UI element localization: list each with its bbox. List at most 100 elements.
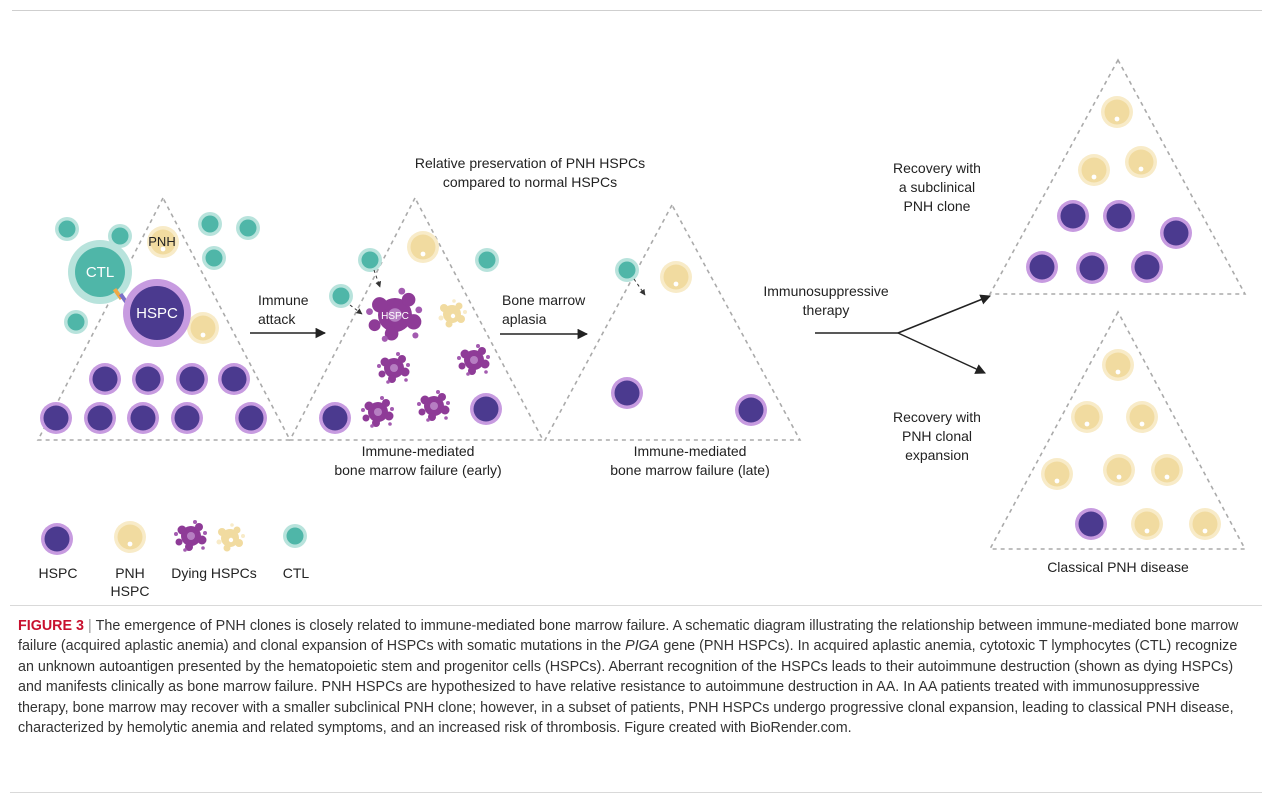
pnh-cell-icon — [1131, 508, 1163, 540]
top-note-line1: Relative preservation of PNH HSPCs — [415, 155, 645, 171]
outcome-subclinical-line1: Recovery with — [893, 160, 981, 176]
legend-dying-label: Dying HSPCs — [171, 565, 257, 581]
triangle2-cells: HSPC — [319, 231, 502, 434]
outcome-expansion-line2: PNH clonal — [902, 428, 972, 444]
stage-late-line1: Immune-mediated — [634, 443, 747, 459]
stage-late-line2: bone marrow failure (late) — [610, 462, 770, 478]
immune-attack-line2: attack — [258, 311, 296, 327]
caption-text-part1: The emergence of PNH clones is closely r… — [18, 618, 1239, 655]
ctl-cell-icon — [329, 284, 353, 308]
pnh-cell-icon — [1151, 454, 1183, 486]
pnh-cell-icon — [1101, 96, 1133, 128]
pnh-cell-icon — [407, 231, 439, 263]
stage-late-triangle — [543, 203, 802, 441]
hspc-cell-icon — [611, 377, 643, 409]
pnh-cell-icon — [1126, 401, 1158, 433]
ctl-cell-icon — [198, 212, 222, 236]
pnh-cell-icon — [187, 312, 219, 344]
top-note-line2: compared to normal HSPCs — [443, 174, 617, 190]
stage-early-line2: bone marrow failure (early) — [334, 462, 501, 478]
outcome-expansion-line1: Recovery with — [893, 409, 981, 425]
therapy-line2: therapy — [803, 302, 850, 318]
figure-panel — [12, 10, 1262, 606]
legend-pnh-label-line1: PNH — [115, 565, 145, 581]
hspc-label: HSPC — [136, 305, 178, 322]
triangle1-cells: CTL HSPC PNH — [40, 212, 267, 434]
pnh-cell-icon — [1103, 454, 1135, 486]
legend-hspc-label: HSPC — [39, 565, 78, 581]
therapy-line1: Immunosuppressive — [763, 283, 888, 299]
ctl-cell-icon — [202, 246, 226, 270]
figure-label: FIGURE 3 — [18, 618, 84, 634]
pnh-cell-icon — [1102, 349, 1134, 381]
immune-attack-line1: Immune — [258, 292, 309, 308]
pnh-label: PNH — [148, 234, 175, 249]
outcome-subclinical-triangle — [988, 58, 1247, 295]
legend: HSPC PNH HSPC Dying HSPCs CTL — [39, 520, 310, 599]
hspc-cell-icon — [470, 393, 502, 425]
legend-dying-pnh-icon — [216, 523, 245, 552]
hspc-cell-icon — [1160, 217, 1192, 249]
hspc-cell-icon — [1057, 200, 1089, 232]
dying-hspc-icon — [377, 352, 410, 384]
legend-hspc-icon — [41, 523, 73, 555]
legend-ctl-icon — [283, 524, 307, 548]
dying-hspc-label: HSPC — [381, 311, 409, 322]
outcome-expansion-line3: expansion — [905, 447, 969, 463]
hspc-cell-icon — [735, 394, 767, 426]
ctl-cell-icon — [358, 248, 382, 272]
pnh-cell-icon — [1041, 458, 1073, 490]
hspc-cell-icon — [40, 402, 72, 434]
hspc-cell-icon — [1075, 508, 1107, 540]
hspc-cell-icon — [1103, 200, 1135, 232]
aplasia-line2: aplasia — [502, 311, 547, 327]
large-hspc-icon — [123, 279, 191, 347]
outcome-expansion-cells — [1041, 349, 1221, 540]
outcome-subclinical-cells — [1026, 96, 1192, 284]
stage-normal-triangle — [36, 196, 292, 441]
ctl-cell-icon — [475, 248, 499, 272]
hspc-cell-icon — [218, 363, 250, 395]
legend-dying-hspc-icon — [174, 520, 207, 552]
hspc-cell-icon — [132, 363, 164, 395]
dying-hspc-icon — [417, 390, 450, 422]
caption-separator: | — [87, 618, 92, 634]
stage-early-line1: Immune-mediated — [362, 443, 475, 459]
pnh-cell-icon — [1071, 401, 1103, 433]
stage-early-triangle — [288, 196, 545, 441]
ctl-cell-icon — [55, 217, 79, 241]
caption-text-part2: gene (PNH HSPCs). In acquired aplastic a… — [18, 638, 1238, 737]
ctl-cell-icon — [236, 216, 260, 240]
dying-pnh-cell-icon — [438, 299, 467, 328]
dying-hspc-icon — [361, 396, 394, 428]
triangle3-cells — [611, 258, 767, 426]
caption-gene-name: PIGA — [625, 638, 660, 655]
ctl-cell-icon — [615, 258, 639, 282]
hspc-cell-icon — [235, 402, 267, 434]
ctl-cell-icon — [64, 310, 88, 334]
pnh-cell-icon — [1125, 146, 1157, 178]
outcome-subclinical-line3: PNH clone — [904, 198, 971, 214]
hspc-cell-icon — [176, 363, 208, 395]
hspc-cell-icon — [1026, 251, 1058, 283]
legend-pnh-icon — [114, 521, 146, 553]
diagram-canvas: CTL HSPC PNH Immune attack Relative pres… — [36, 58, 1247, 599]
figure-caption: FIGURE 3|The emergence of PNH clones is … — [10, 605, 1262, 793]
legend-pnh-label-line2: HSPC — [111, 583, 150, 599]
legend-ctl-label: CTL — [283, 565, 310, 581]
dying-hspc-icon — [457, 344, 490, 376]
hspc-cell-icon — [1076, 252, 1108, 284]
hspc-cell-icon — [89, 363, 121, 395]
outcome-expansion-triangle — [988, 310, 1247, 550]
hspc-cell-icon — [84, 402, 116, 434]
outcome-subclinical-line2: a subclinical — [899, 179, 975, 195]
large-ctl-icon — [68, 240, 132, 304]
hspc-cell-icon — [1131, 251, 1163, 283]
pnh-cell-icon — [1189, 508, 1221, 540]
hspc-cell-icon — [127, 402, 159, 434]
ctl-label: CTL — [86, 264, 114, 281]
pnh-cell-icon — [660, 261, 692, 293]
pnh-cell-icon — [1078, 154, 1110, 186]
outcome-classical-label: Classical PNH disease — [1047, 559, 1189, 575]
aplasia-line1: Bone marrow — [502, 292, 586, 308]
